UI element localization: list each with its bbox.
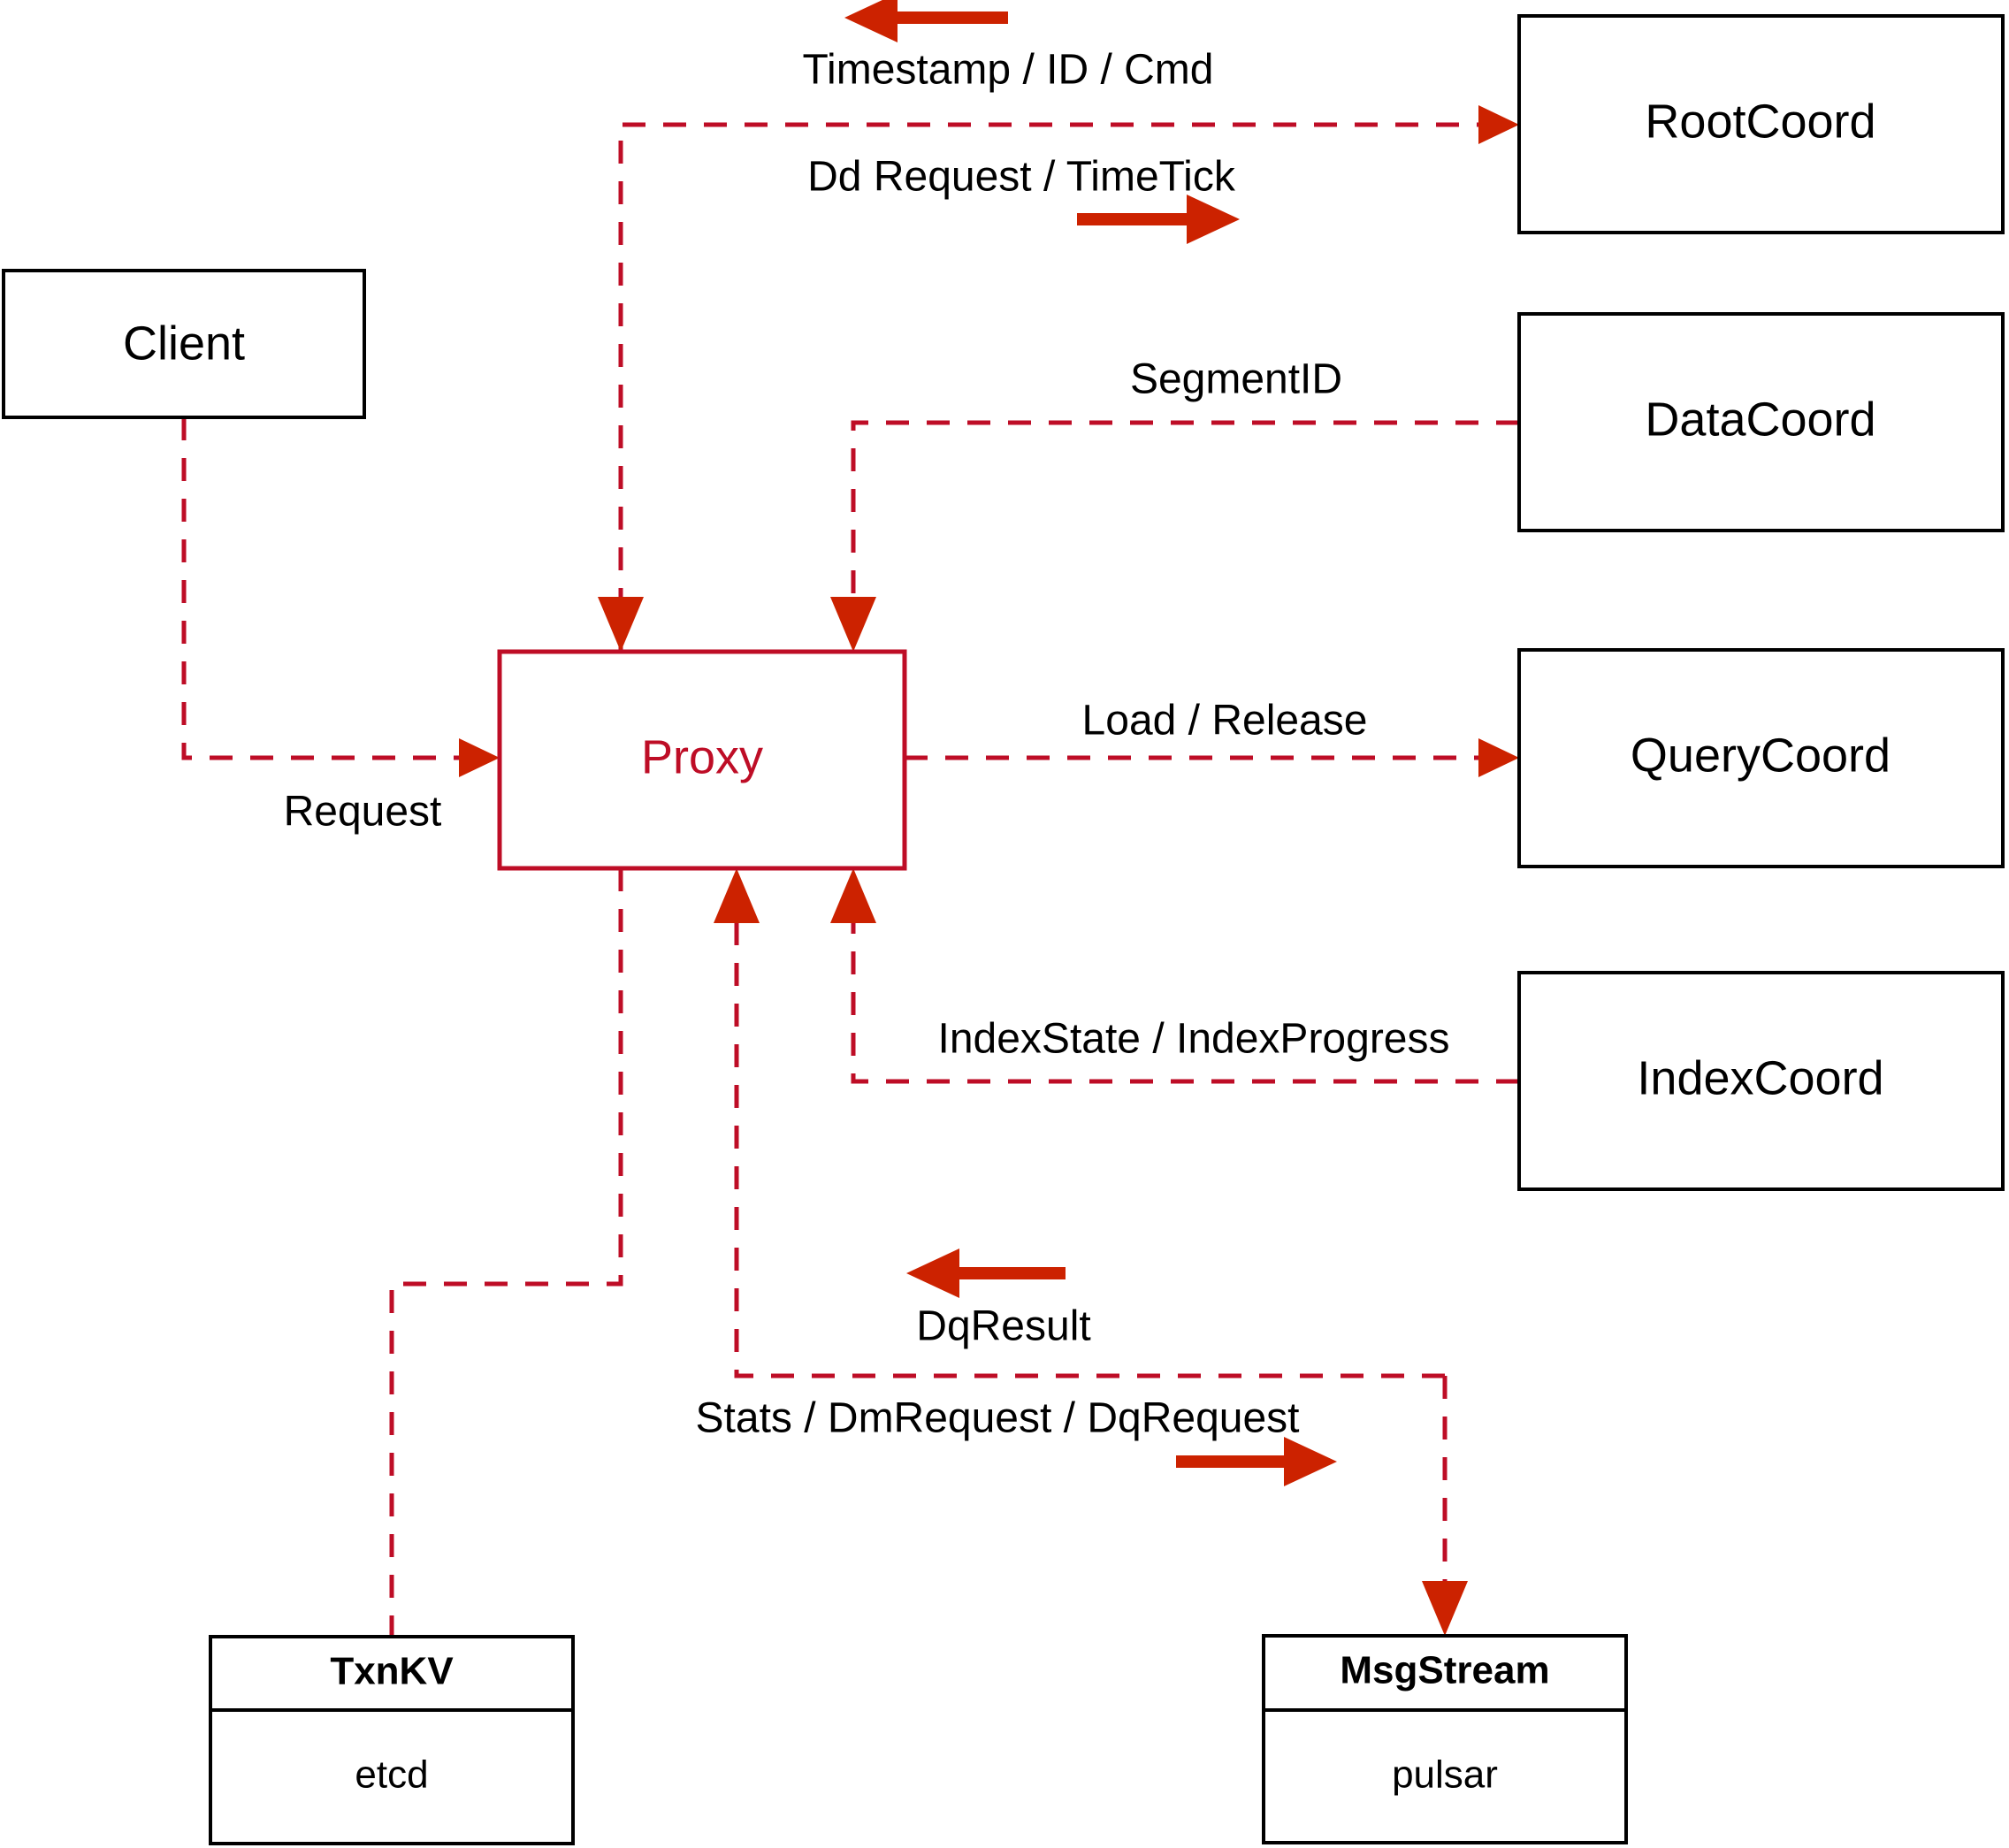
edge-proxy-to-query-coord [905,738,1519,777]
node-query-coord[interactable]: QueryCoord [1517,648,2005,868]
direction-arrow-dqrequest-right [1176,1437,1337,1486]
edge-label-request: Request [284,789,442,836]
node-proxy-label: Proxy [641,730,763,783]
edge-proxy-to-txnkv [389,868,623,1637]
node-msgstream[interactable]: MsgStream pulsar [1262,1634,1628,1844]
edge-label-timestamp-id-cmd: Timestamp / ID / Cmd [803,47,1214,94]
node-data-coord[interactable]: DataCoord [1517,312,2005,532]
edge-proxy-to-msgstream [1422,1376,1468,1636]
node-txnkv-impl: etcd [355,1753,428,1797]
node-msgstream-label: MsgStream [1340,1649,1549,1692]
edge-label-load-release: Load / Release [1082,698,1368,745]
direction-arrow-timestamp-left [844,0,1008,42]
node-index-coord-label: IndexCoord [1637,1051,1883,1104]
node-txnkv[interactable]: TxnKV etcd [209,1635,575,1845]
node-msgstream-impl: pulsar [1392,1753,1498,1797]
node-data-coord-label: DataCoord [1645,393,1875,446]
direction-arrow-ddrequest-right [1077,195,1240,244]
edge-label-dd-request-timetick: Dd Request / TimeTick [807,154,1236,201]
edge-client-to-proxy [181,417,500,777]
node-client-label: Client [123,317,245,370]
node-txnkv-label: TxnKV [330,1650,454,1693]
edge-label-dq-result: DqResult [916,1303,1090,1350]
edge-label-segment-id: SegmentID [1130,356,1342,403]
edge-msgstream-to-proxy [714,868,1445,1378]
edge-proxy-to-root-coord [618,105,1519,652]
node-query-coord-label: QueryCoord [1631,729,1891,782]
edge-index-coord-to-proxy [830,868,1519,1084]
edge-label-stats-dm-dq-request: Stats / DmRequest / DqRequest [696,1395,1300,1442]
node-client[interactable]: Client [2,269,366,419]
node-root-coord-label: RootCoord [1645,95,1875,148]
edge-data-coord-to-proxy [830,420,1519,652]
node-root-coord[interactable]: RootCoord [1517,14,2005,234]
node-index-coord[interactable]: IndexCoord [1517,971,2005,1191]
edge-root-coord-to-proxy-head [598,597,644,652]
node-proxy[interactable]: Proxy [497,649,907,871]
edge-label-index-state-progress: IndexState / IndexProgress [938,1016,1450,1063]
direction-arrow-dqresult-left [906,1249,1066,1298]
